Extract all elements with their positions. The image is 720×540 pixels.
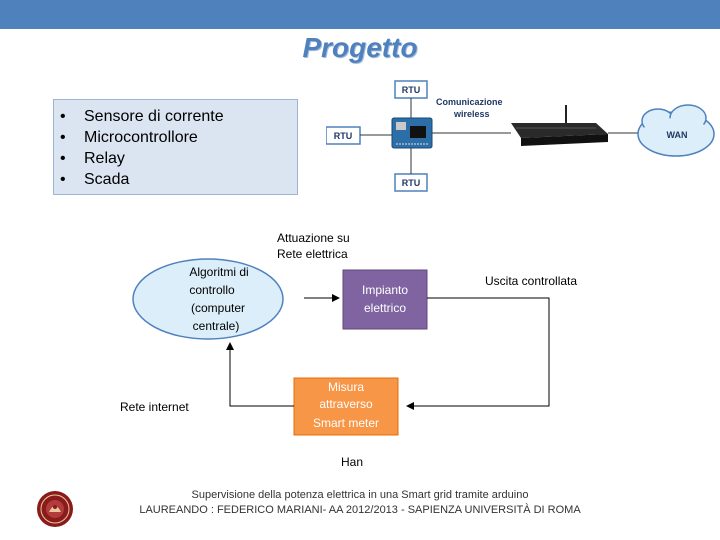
impianto-box [342,269,428,330]
algo-label-1: Algoritmi di [189,265,248,279]
bullet-item: •Relay [60,150,125,167]
rtu-bottom-label: RTU [402,178,421,188]
algoritmi-ellipse [132,258,284,340]
footer-line-1: Supervisione della potenza elettrica in … [191,489,529,501]
bullet-item: •Microcontrollore [60,129,198,146]
footer-line-2: LAUREANDO : FEDERICO MARIANI- AA 2012/20… [139,504,581,516]
misura-label-1: Misura [328,380,364,394]
bullet-item: •Sensore di corrente [60,108,224,125]
top-accent-bar [0,0,720,29]
rete-internet-label: Rete internet [120,400,189,414]
comm-label-1: Comunicazione [436,97,503,107]
wan-label: WAN [667,130,688,140]
bullet-item: •Scada [60,171,130,188]
rtu-top-label: RTU [402,85,421,95]
rtu-left-label: RTU [334,131,353,141]
attuazione-label-2: Rete elettrica [277,247,348,261]
han-label: Han [341,455,363,469]
bullet-label: Scada [84,171,130,188]
slide-title: Progetto [302,32,418,63]
algo-label-2: controllo [189,283,235,297]
comm-label-2: wireless [453,109,490,119]
arrow-misura-to-algoritmi [226,342,294,407]
control-flow-diagram: Attuazione su Rete elettrica Algoritmi d… [112,232,604,472]
bullet-list-box: •Sensore di corrente •Microcontrollore •… [53,99,298,195]
attuazione-label-1: Attuazione su [277,232,350,245]
bullet-label: Sensore di corrente [84,108,224,125]
misura-label-3: Smart meter [313,416,379,430]
footer: Supervisione della potenza elettrica in … [100,488,620,518]
bullet-label: Relay [84,150,125,167]
misura-box [293,377,399,436]
university-seal-icon [37,491,73,527]
algo-label-3: (computer [191,301,245,315]
impianto-label-1: Impianto [362,283,408,297]
impianto-label-2: elettrico [364,301,406,315]
misura-label-2: attraverso [319,397,373,411]
bullet-label: Microcontrollore [84,129,198,146]
router-icon [511,105,608,146]
uscita-label: Uscita controllata [485,274,577,288]
network-diagram: RTU RTU RTU Comunicazione wireless WAN [326,80,715,192]
arrow-uscita-to-misura [406,297,550,410]
algo-label-4: centrale) [193,319,240,333]
wan-cloud-icon [637,104,715,157]
